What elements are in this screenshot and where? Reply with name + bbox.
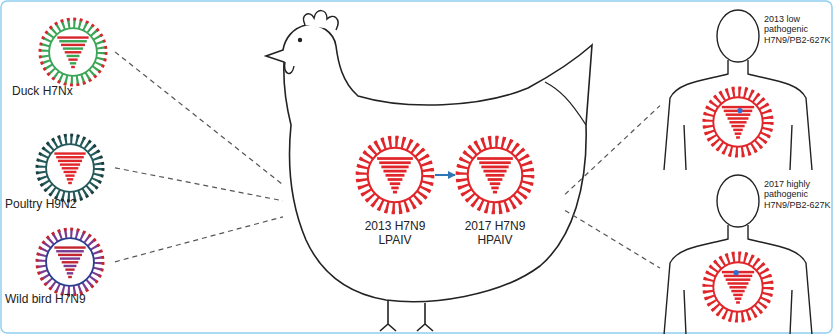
node-label: 2013 low pathogenic H7N9/PB2-627K [764,14,832,45]
virus-node: 2017 H7N9 HPAIV [455,135,535,260]
node-outline [37,135,103,201]
node-label: 2017 H7N9 HPAIV [455,220,535,248]
virus-node: 2013 H7N9 LPAIV [355,135,435,260]
node-label: 2017 highly pathogenic H7N9/PB2-627K [764,179,832,210]
transmission-line [115,52,283,185]
virus-node: Poultry H9N2 [5,130,115,220]
transmission-line [565,210,660,268]
node-outline [457,137,533,213]
transmission-line [115,217,283,262]
node-outline [37,229,103,295]
virus-node: Duck H7Nx [5,15,115,105]
node-outline [266,11,592,331]
node-outline [40,19,106,85]
human-host: 2013 low pathogenic H7N9/PB2-627K [660,0,833,165]
transmission-line [565,106,660,195]
node-label: Duck H7Nx [12,85,115,99]
node-label: Poultry H9N2 [5,198,115,212]
node-label: Wild bird H7N9 [5,293,115,307]
evolution-arrow [435,174,455,176]
virus-node: Wild bird H7N9 [5,224,115,314]
transmission-line [115,168,283,201]
human-host: 2017 highly pathogenic H7N9/PB2-627K [660,165,833,334]
node-outline [357,137,433,213]
chicken-host: 2013 H7N9 LPAIV 2017 H7N9 HPAIV [283,12,565,332]
node-label: 2013 H7N9 LPAIV [355,220,435,248]
